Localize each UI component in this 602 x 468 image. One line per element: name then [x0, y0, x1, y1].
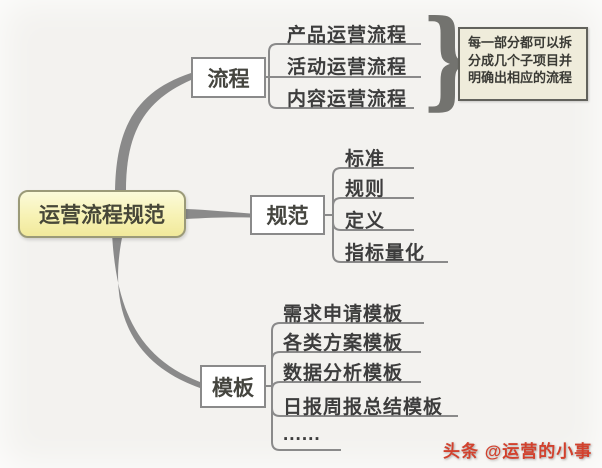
branch-node-process-label: 流程: [207, 67, 250, 91]
leaf-activity-operation-process[interactable]: 活动运营流程: [287, 57, 408, 78]
leaf-product-operation-process[interactable]: 产品运营流程: [287, 25, 408, 46]
watermark-text: 头条 @运营的小事: [443, 442, 593, 461]
annotation-callout: 每一部分都可以拆分成几个子项目并明确出相应的流程: [458, 27, 588, 101]
leaf-request-template[interactable]: 需求申请模板: [283, 304, 404, 325]
branch-node-template[interactable]: 模板: [200, 365, 266, 408]
branch-node-template-label: 模板: [212, 376, 254, 400]
leaf-ellipsis[interactable]: ......: [283, 424, 321, 445]
branch-node-standard-label: 规范: [266, 205, 309, 228]
leaf-definition[interactable]: 定义: [345, 211, 386, 232]
branch-node-process[interactable]: 流程: [191, 57, 266, 98]
leaf-kpi-quantify[interactable]: 指标量化: [345, 243, 426, 264]
leaf-rules[interactable]: 规则: [345, 179, 386, 200]
root-node-label: 运营流程规范: [39, 204, 165, 227]
leaf-standard[interactable]: 标准: [345, 149, 386, 170]
leaf-report-template[interactable]: 日报周报总结模板: [283, 397, 444, 418]
annotation-text: 每一部分都可以拆分成几个子项目并明确出相应的流程: [468, 35, 573, 86]
branch-node-standard[interactable]: 规范: [250, 195, 325, 235]
leaf-content-operation-process[interactable]: 内容运营流程: [287, 89, 408, 110]
leaf-plan-template[interactable]: 各类方案模板: [283, 333, 404, 354]
root-node[interactable]: 运营流程规范: [18, 190, 186, 238]
leaf-data-analysis-template[interactable]: 数据分析模板: [283, 363, 404, 384]
